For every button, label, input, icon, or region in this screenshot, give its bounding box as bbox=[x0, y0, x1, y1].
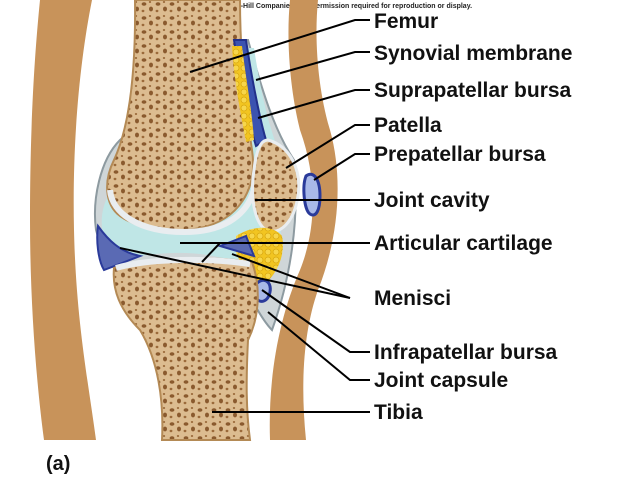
label-tibia: Tibia bbox=[374, 401, 423, 424]
leader-articular-cartilage-2 bbox=[201, 242, 221, 263]
prepatellar-bursa bbox=[302, 172, 322, 217]
label-articular-cartilage: Articular cartilage bbox=[374, 232, 553, 255]
patella-bone bbox=[251, 138, 301, 233]
leader-synovial-membrane bbox=[255, 51, 370, 81]
label-joint-cavity: Joint cavity bbox=[374, 189, 490, 212]
femur-articular-cartilage bbox=[107, 189, 257, 236]
tibia-articular-cartilage bbox=[115, 256, 251, 271]
posterior-soft-tissue bbox=[30, 0, 96, 440]
suprapatellar-fat bbox=[232, 46, 254, 142]
meniscus-anterior bbox=[216, 234, 256, 258]
label-joint-capsule: Joint capsule bbox=[374, 369, 508, 392]
label-patella: Patella bbox=[374, 114, 442, 137]
label-menisci: Menisci bbox=[374, 287, 451, 310]
leader-femur bbox=[189, 19, 370, 73]
label-synovial-membrane: Synovial membrane bbox=[374, 42, 572, 65]
label-prepatellar-bursa: Prepatellar bursa bbox=[374, 143, 546, 166]
leader-menisci-a bbox=[119, 247, 351, 299]
femur-bone bbox=[106, 0, 254, 232]
meniscus-posterior bbox=[96, 223, 144, 272]
panel-label: (a) bbox=[46, 453, 70, 475]
leader-infrapatellar-bursa bbox=[261, 289, 370, 353]
leader-suprapatellar-bursa bbox=[257, 89, 370, 119]
anterior-soft-tissue bbox=[269, 0, 338, 440]
label-femur: Femur bbox=[374, 10, 438, 33]
leader-prepatellar-bursa bbox=[313, 153, 370, 181]
leader-lines bbox=[119, 19, 370, 413]
label-infrapatellar-bursa: Infrapatellar bursa bbox=[374, 341, 558, 364]
leader-patella bbox=[285, 124, 370, 169]
leader-menisci-b bbox=[231, 253, 351, 299]
leader-joint-capsule bbox=[267, 311, 370, 381]
label-suprapatellar-bursa: Suprapatellar bursa bbox=[374, 79, 572, 102]
